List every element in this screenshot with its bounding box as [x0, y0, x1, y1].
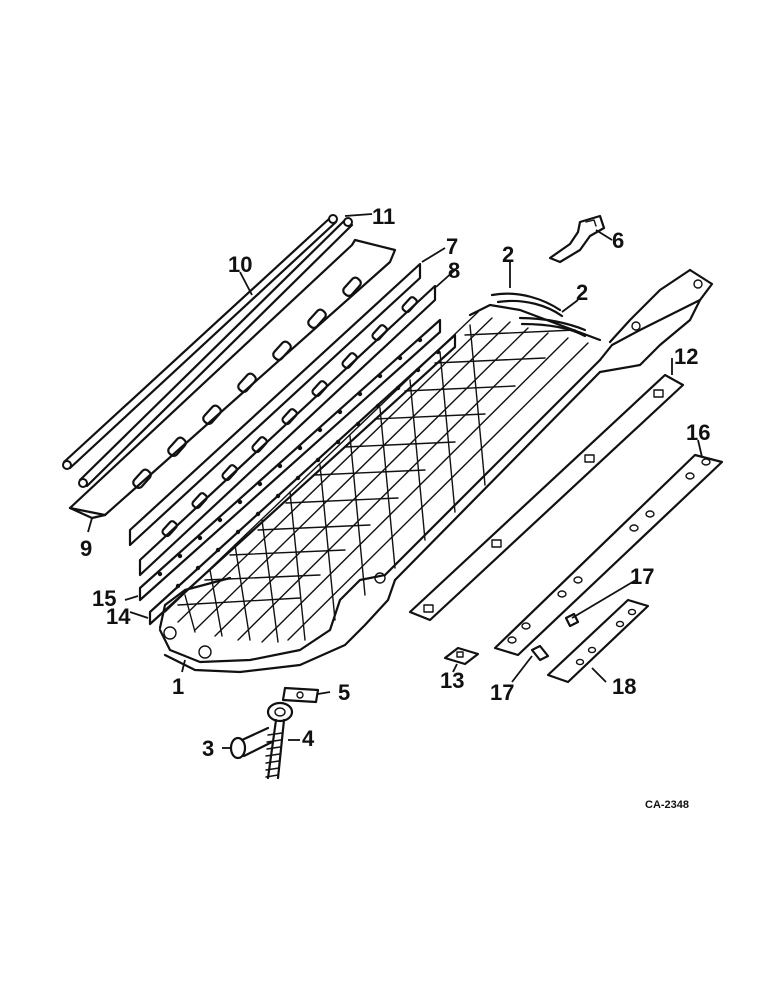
strap-part-18 — [546, 598, 650, 684]
strip-part-15 — [138, 318, 442, 602]
callout-2b: 2 — [576, 280, 588, 305]
callout-14: 14 — [106, 604, 131, 629]
callout-9: 9 — [80, 536, 92, 561]
concave-frame — [158, 268, 714, 674]
bolt-part-17 — [530, 612, 580, 662]
eye-bolt-part-4 — [265, 701, 294, 780]
rod-part-11 — [62, 214, 338, 470]
pin-part-3 — [229, 726, 274, 760]
curved-bar-2 — [490, 292, 587, 338]
callout-11: 11 — [372, 204, 395, 229]
callout-1: 1 — [172, 674, 184, 699]
callout-17b: 17 — [490, 680, 514, 705]
strip-part-7 — [128, 262, 422, 547]
callout-12: 12 — [674, 344, 698, 369]
plate-part-5 — [281, 686, 320, 704]
callout-3: 3 — [202, 736, 214, 761]
rod-part-10 — [78, 217, 354, 488]
callout-2a: 2 — [502, 242, 514, 267]
callout-13: 13 — [440, 668, 464, 693]
callout-16: 16 — [686, 420, 710, 445]
callout-15: 15 — [92, 586, 116, 611]
plate-part-12 — [408, 373, 685, 622]
leader-lines — [87, 213, 703, 749]
strip-part-8 — [138, 284, 437, 577]
plate-part-13 — [443, 646, 480, 666]
clip-part-6 — [548, 214, 606, 264]
strap-part-16 — [493, 453, 724, 657]
callout-17a: 17 — [630, 564, 654, 589]
strip-part-14 — [148, 333, 457, 626]
callout-6: 6 — [612, 228, 624, 253]
callout-18: 18 — [612, 674, 636, 699]
callout-10: 10 — [228, 252, 252, 277]
callout-7: 7 — [446, 234, 458, 259]
callout-5: 5 — [338, 680, 350, 705]
callout-4: 4 — [302, 726, 315, 751]
callout-8: 8 — [448, 258, 460, 283]
reference-code: CA-2348 — [645, 799, 689, 811]
